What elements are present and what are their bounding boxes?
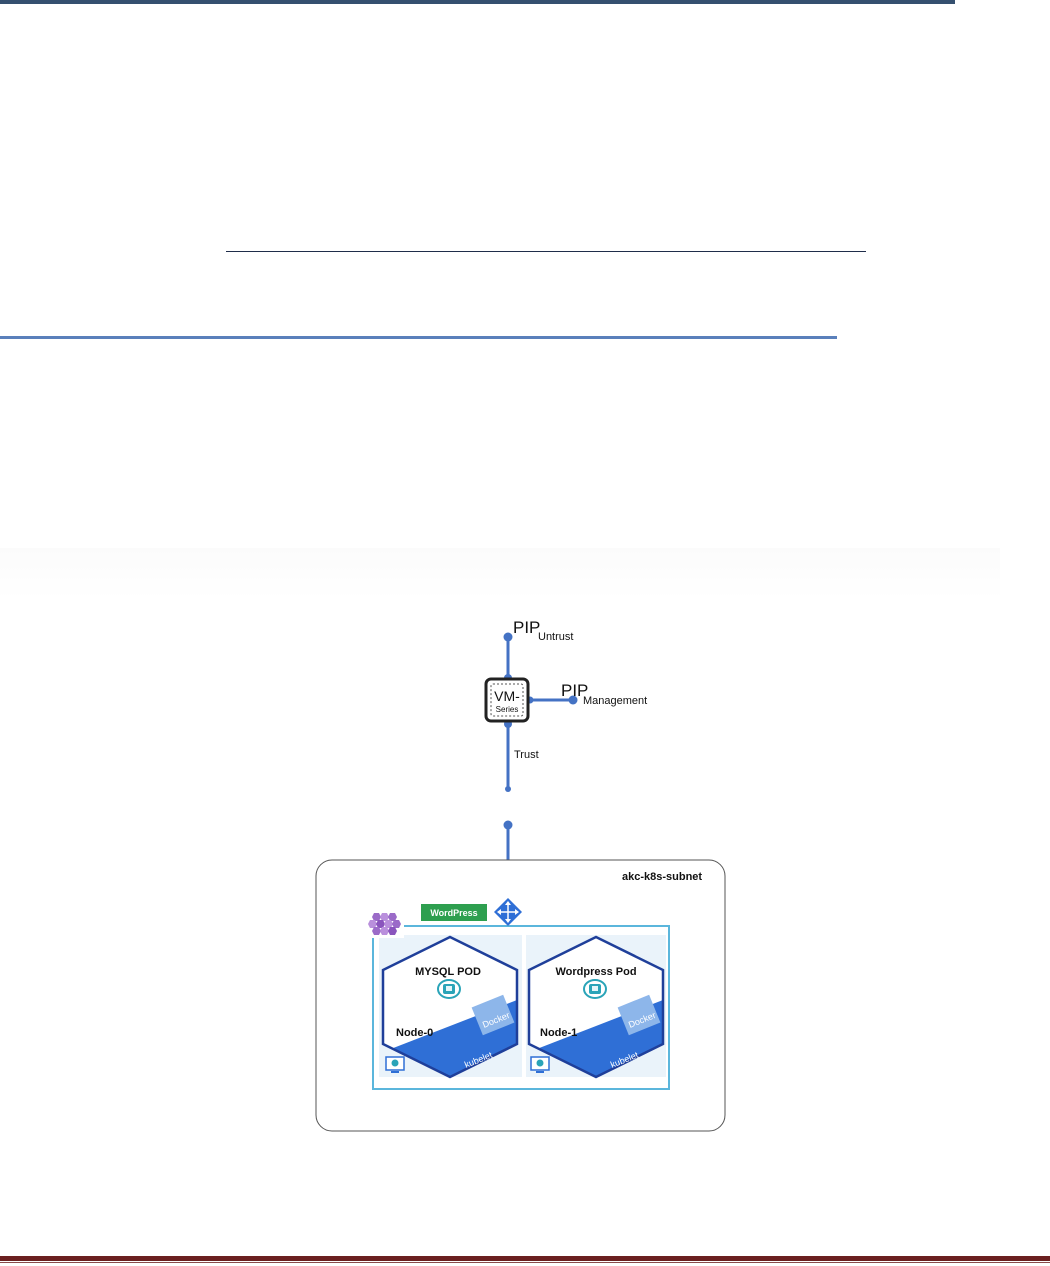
cluster-hex-icon bbox=[366, 910, 404, 938]
wordpress-badge bbox=[421, 904, 487, 921]
pip-untrust-dot bbox=[503, 632, 513, 642]
header-rule bbox=[0, 0, 955, 4]
title-underline bbox=[226, 251, 866, 252]
pod-hexagon-0: MYSQL POD Node-0 kubelet Docker bbox=[381, 935, 519, 1079]
footer-rule bbox=[0, 1256, 1050, 1261]
links bbox=[506, 637, 573, 891]
pip-management-label: PIP bbox=[561, 681, 588, 700]
subnet-label: akc-k8s-subnet bbox=[622, 871, 702, 883]
vm-series-line1: VM- bbox=[494, 688, 520, 704]
container-icon-0 bbox=[437, 979, 461, 999]
pip-untrust-label: PIP bbox=[513, 618, 540, 637]
container-icon-1 bbox=[583, 979, 607, 999]
vm-series-box: VM- Series bbox=[484, 677, 530, 723]
pip-management-sub: Management bbox=[583, 695, 647, 707]
pod-node-0: Node-0 bbox=[396, 1027, 433, 1039]
vm-icon-1 bbox=[530, 1056, 550, 1073]
pod-hexagon-1: Wordpress Pod Node-1 kubelet Docker bbox=[527, 935, 665, 1079]
subnet-top-dot bbox=[503, 820, 513, 830]
section-rule bbox=[0, 336, 837, 339]
trust-end-dot bbox=[505, 786, 511, 792]
cluster-box bbox=[372, 925, 670, 1090]
figure-shadow bbox=[0, 548, 1000, 600]
pod-title-0: MYSQL POD bbox=[415, 966, 481, 978]
vm-icon-0 bbox=[385, 1056, 405, 1073]
wordpress-badge-label: WordPress bbox=[430, 908, 477, 918]
pod-node-1: Node-1 bbox=[540, 1027, 577, 1039]
pod-title-1: Wordpress Pod bbox=[555, 966, 636, 978]
trust-label: Trust bbox=[514, 749, 539, 761]
footer-rule-thin bbox=[0, 1262, 1050, 1263]
vm-series-line2: Series bbox=[496, 705, 519, 714]
pip-untrust-sub: Untrust bbox=[538, 631, 573, 643]
pip-management-dot bbox=[568, 695, 578, 705]
load-balancer-icon bbox=[494, 898, 522, 926]
